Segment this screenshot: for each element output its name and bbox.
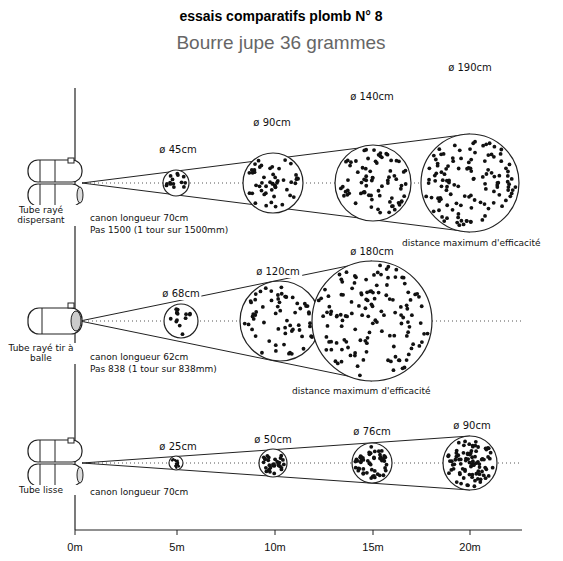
shot-pattern: [259, 449, 287, 477]
barrel-icon: [28, 303, 82, 334]
shot-pattern: [352, 443, 392, 483]
diameter-label: ø 140cm: [348, 91, 396, 103]
diameter-label: ø 68cm: [160, 288, 201, 300]
diameter-label: ø 45cm: [157, 144, 198, 156]
shot-pattern: [169, 456, 183, 470]
shot-pattern: [164, 304, 198, 338]
diameter-label: ø 25cm: [157, 441, 198, 453]
shot-pattern: [421, 134, 519, 232]
diameter-label: ø 76cm: [351, 426, 392, 438]
diameter-label: ø 120cm: [254, 266, 302, 278]
shot-pattern: [335, 145, 411, 221]
axis-label: 20m: [457, 541, 482, 554]
axis-tick: [373, 530, 374, 535]
barrel-note: canon longueur 70cm: [88, 213, 190, 223]
axis-tick: [275, 530, 276, 535]
subtitle: Bourre jupe 36 grammes: [174, 32, 387, 54]
axis-label: 10m: [262, 541, 287, 554]
axis-tick: [470, 530, 471, 535]
range-note: distance maximum d'efficacité: [400, 238, 543, 248]
tube-label: Tube rayé dispersant: [3, 205, 79, 226]
range-note: distance maximum d'efficacité: [290, 386, 433, 396]
shot-pattern: [243, 153, 303, 213]
barrel-note: canon longueur 70cm: [88, 487, 190, 497]
axis-label: 5m: [167, 541, 186, 554]
barrel-note: Pas 1500 (1 tour sur 1500mm): [88, 225, 230, 235]
barrel-icon: [28, 438, 83, 486]
barrel-icon: [28, 158, 83, 206]
diameter-label: ø 90cm: [451, 420, 492, 432]
shot-pattern: [443, 436, 497, 490]
axis-label: 0m: [65, 541, 84, 554]
diameter-label: ø 50cm: [252, 434, 293, 446]
barrel-note: Pas 838 (1 tour sur 838mm): [88, 364, 219, 374]
title: essais comparatifs plomb N° 8: [179, 8, 382, 24]
axis-tick: [75, 530, 76, 535]
tube-label: Tube rayé tir à balle: [3, 343, 79, 364]
shot-pattern: [312, 261, 432, 381]
diameter-label: ø 180cm: [348, 246, 396, 258]
shot-pattern: [240, 281, 320, 361]
shot-pattern: [163, 170, 189, 196]
axis-label: 15m: [360, 541, 385, 554]
barrel-note: canon longueur 62cm: [88, 352, 190, 362]
diameter-label: ø 90cm: [251, 117, 292, 129]
tube-label: Tube lisse: [3, 485, 79, 495]
axis-line: [75, 529, 522, 530]
axis-tick: [177, 530, 178, 535]
diameter-label: ø 190cm: [446, 62, 494, 74]
